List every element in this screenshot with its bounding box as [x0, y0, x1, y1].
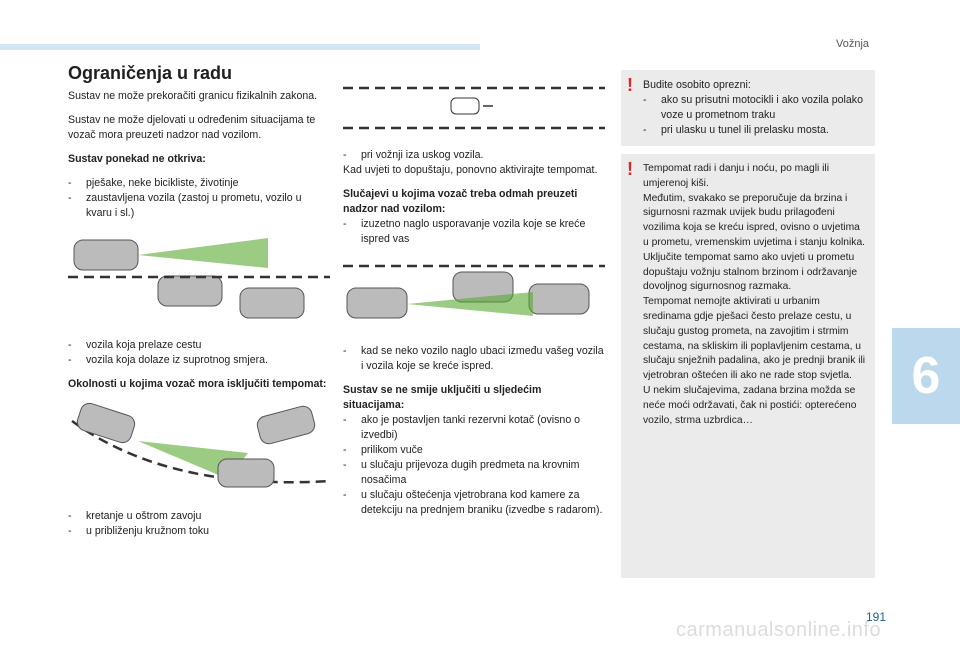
list-item: kad se neko vozilo naglo ubaci između va… — [343, 344, 605, 374]
car-illustration — [346, 287, 408, 319]
warning-text: Tempomat radi i danju i noću, po magli i… — [643, 163, 866, 426]
list-item: izuzetno naglo usporavanje vozila koje s… — [343, 217, 605, 247]
list-must-not: ako je postavljen tanki rezervni kotač (… — [343, 413, 605, 518]
car-illustration — [76, 402, 136, 444]
reactivate-text: Kad uvjeti to dopuštaju, ponovno aktivir… — [343, 164, 598, 176]
list-item: vozila koja dolaze iz suprotnog smjera. — [68, 353, 330, 368]
section-label: Vožnja — [836, 38, 870, 50]
chapter-number: 6 — [911, 347, 941, 405]
chapter-tab: 6 — [892, 328, 960, 424]
warning-text: Budite osobito oprezni: — [643, 79, 751, 91]
list-item: vozila koja prelaze cestu — [68, 338, 330, 353]
list-item: pješake, neke bicikliste, životinje — [68, 176, 330, 191]
warning-icon: ! — [627, 75, 633, 95]
motorcycle-illustration — [450, 97, 480, 115]
list-item: kretanje u oštrom zavoju — [68, 509, 330, 524]
list-narrow: pri vožnji iza uskog vozila. — [343, 148, 605, 163]
list-item: ako je postavljen tanki rezervni kotač (… — [343, 413, 605, 443]
heading-must-not-activate: Sustav se ne smije uključiti u sljedećim… — [343, 384, 542, 411]
car-illustration — [157, 275, 223, 307]
warning-icon: ! — [627, 159, 633, 179]
car-illustration — [217, 458, 275, 488]
intro-paragraph-1: Sustav ne može prekoračiti granicu fizik… — [68, 90, 318, 102]
intro-paragraph-2: Sustav ne može djelovati u određenim sit… — [68, 114, 316, 141]
page-title: Ograničenja u radu — [68, 63, 233, 83]
list-braking: izuzetno naglo usporavanje vozila koje s… — [343, 217, 605, 247]
list-item: zaustavljena vozila (zastoj u prometu, v… — [68, 191, 330, 221]
figure-cut-in — [343, 256, 605, 332]
radar-beam — [138, 238, 268, 268]
list-not-detected: pješake, neke bicikliste, životinje zaus… — [68, 176, 330, 221]
watermark-text: carmanualsonline.info — [676, 619, 882, 641]
top-accent-bar — [0, 44, 480, 50]
list-cut-in: kad se neko vozilo naglo ubaci između va… — [343, 344, 605, 374]
list-item: u približenju kružnom toku — [68, 524, 330, 539]
column-2: pri vožnji iza uskog vozila. Kad uvjeti … — [343, 78, 605, 527]
heading-take-control: Slučajevi u kojima vozač treba odmah pre… — [343, 188, 578, 215]
figure-lane-cars — [68, 230, 330, 326]
warning-list: ako su prisutni motocikli i ako vozila p… — [643, 93, 867, 138]
column-1: Ograničenja u radu Sustav ne može prekor… — [68, 63, 331, 548]
warning-box-caution: ! Budite osobito oprezni: ako su prisutn… — [621, 70, 875, 146]
list-curve: kretanje u oštrom zavoju u približenju k… — [68, 509, 330, 539]
car-illustration — [239, 287, 305, 319]
car-illustration — [256, 405, 316, 445]
figure-narrow-vehicle — [343, 78, 605, 136]
figure-curve-roundabout — [68, 401, 331, 497]
list-item: u slučaju oštećenja vjetrobrana kod kame… — [343, 488, 605, 518]
car-illustration — [73, 239, 139, 271]
warning-box-usage: ! Tempomat radi i danju i noću, po magli… — [621, 154, 875, 578]
list-item: prilikom vuče — [343, 443, 605, 458]
car-illustration — [528, 283, 590, 315]
list-item: pri ulasku u tunel ili prelasku mosta. — [643, 123, 867, 138]
radar-beam — [407, 292, 533, 316]
page-number: 191 — [866, 610, 887, 624]
list-crossing: vozila koja prelaze cestu vozila koja do… — [68, 338, 330, 368]
list-item: u slučaju prijevoza dugih predmeta na kr… — [343, 458, 605, 488]
heading-not-detected: Sustav ponekad ne otkriva: — [68, 153, 206, 165]
heading-deactivate: Okolnosti u kojima vozač mora isključiti… — [68, 378, 327, 390]
list-item: pri vožnji iza uskog vozila. — [343, 148, 605, 163]
column-3: ! Budite osobito oprezni: ako su prisutn… — [621, 70, 875, 586]
list-item: ako su prisutni motocikli i ako vozila p… — [643, 93, 867, 123]
